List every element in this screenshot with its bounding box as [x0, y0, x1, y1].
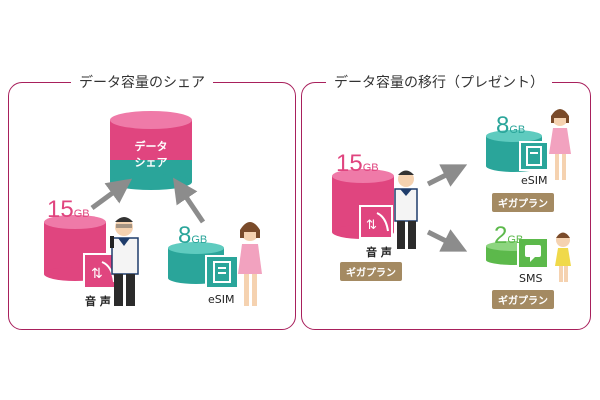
source-amount: 15: [336, 150, 363, 177]
shared-pool-line2: シェア: [134, 156, 168, 169]
target-woman-figure-icon: [549, 109, 571, 180]
esim-capacity: 8GB: [178, 224, 207, 248]
shared-pool-label: データ シェア: [111, 139, 191, 171]
target-sms-capacity: 2GB: [494, 224, 523, 248]
source-capacity: 15GB: [336, 152, 379, 176]
svg-text:⇅: ⇅: [366, 218, 377, 233]
arrow-to-sms: [426, 229, 468, 252]
shared-pool-line1: データ: [134, 140, 168, 153]
voice-capacity: 15GB: [47, 198, 90, 222]
target-esim-capacity: 8GB: [496, 114, 525, 138]
esim-unit: GB: [191, 234, 208, 246]
source-voice-phone-icon: ⇅: [359, 205, 393, 239]
target-esim-plan-tag: ギガプラン: [492, 193, 554, 212]
arrow-to-esim: [426, 164, 468, 187]
target-sms-chat-icon: [517, 237, 549, 269]
voice-cylinder: [44, 215, 106, 281]
voice-label: 音 声: [85, 295, 111, 308]
arrow-esim-to-shared: [172, 177, 206, 224]
target-esim-label: eSIM: [521, 174, 548, 187]
voice-unit: GB: [73, 208, 90, 220]
target-sms-amount: 2: [494, 222, 508, 249]
svg-text:⇅: ⇅: [91, 266, 103, 282]
target-sms-unit: GB: [507, 234, 524, 246]
target-esim-amount: 8: [496, 112, 510, 139]
woman-figure-icon: [238, 222, 262, 306]
shared-pool-cylinder: [110, 111, 192, 190]
source-label: 音 声: [366, 246, 392, 259]
source-plan-tag: ギガプラン: [340, 262, 402, 281]
esim-amount: 8: [178, 222, 192, 249]
child-figure-icon: [555, 232, 571, 282]
source-unit: GB: [362, 162, 379, 174]
esim-chip-icon: [205, 255, 239, 289]
target-esim-unit: GB: [509, 124, 526, 136]
target-sms-label: SMS: [519, 272, 543, 285]
arrow-voice-to-shared: [90, 178, 133, 211]
source-man-figure-icon: [394, 170, 418, 249]
voice-amount: 15: [47, 196, 74, 223]
target-esim-chip-icon: [519, 141, 549, 171]
target-sms-plan-tag: ギガプラン: [492, 290, 554, 309]
data-share-title: データ容量のシェア: [71, 72, 213, 92]
man-figure-icon: [110, 217, 139, 306]
data-transfer-title: データ容量の移行（プレゼント）: [326, 72, 552, 92]
esim-label: eSIM: [208, 293, 235, 306]
